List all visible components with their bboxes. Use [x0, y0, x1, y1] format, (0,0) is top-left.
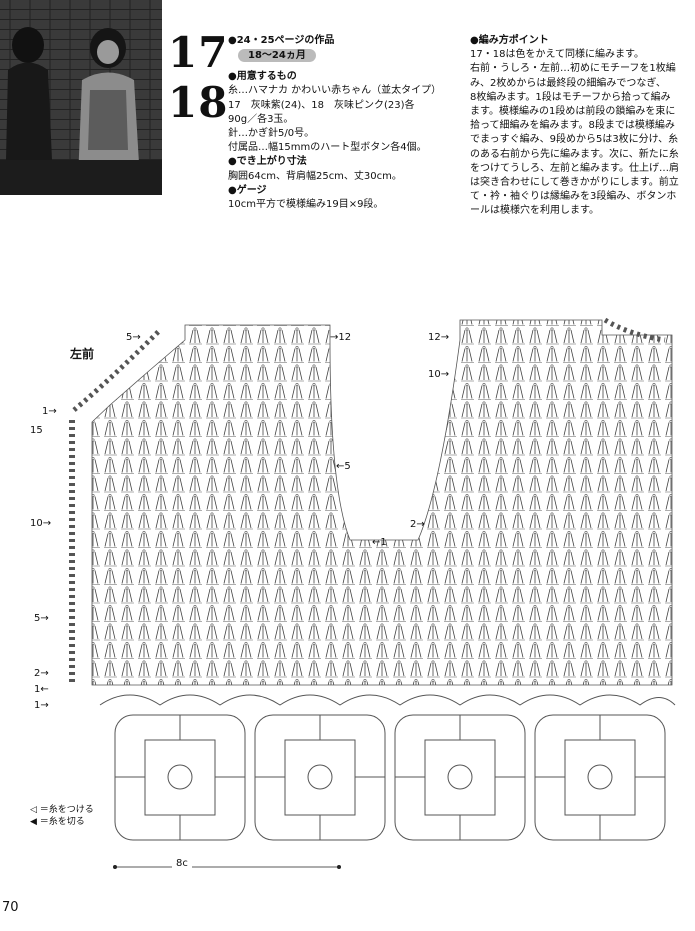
row-label: 12→ [428, 332, 450, 343]
gauge-heading: ●ゲージ [228, 184, 267, 196]
materials-line: 針…かぎ針5/0号。 [228, 128, 315, 140]
points-line: 8枚編みます。1段はモチーフから拾って編み [470, 91, 671, 103]
row-label: 1← [34, 684, 49, 695]
scale-bar: 8c [112, 858, 342, 870]
page-number: 70 [2, 900, 19, 915]
points-line: 右前・うしろ・左前…初めにモチーフを1枚編 [470, 63, 676, 75]
materials-line: 付属品…幅15mmのハート型ボタン各4個。 [228, 142, 427, 154]
legend-cut: ◀ ＝糸を切る [30, 817, 85, 827]
pattern-numbers: 17 18 [168, 28, 228, 128]
finished-size-heading: ●でき上がり寸法 [228, 156, 307, 168]
materials-line: 17 灰味紫(24)、18 灰味ピンク(23)各 [228, 99, 415, 111]
crochet-chart [69, 317, 676, 841]
row-label: 10→ [30, 518, 52, 529]
row-label: 1→ [42, 406, 57, 417]
points-line: でまっすぐ編み、9段めから5は3枚に分け、糸 [470, 134, 679, 146]
points-heading: ●編み方ポイント [470, 35, 549, 46]
row-label: 1→ [34, 700, 49, 711]
pages-ref: ●24・25ページの作品 [228, 35, 335, 46]
row-label: 10→ [428, 369, 450, 380]
pattern-number-18: 18 [168, 78, 229, 127]
points-line: 17・18は色をかえて同様に編みます。 [470, 49, 644, 61]
points-line: て・衿・袖ぐりは縁編みを3段編み、ボタンホ [470, 191, 677, 203]
points-line: み、2枚めからは最終段の細編みでつなぎ、 [470, 77, 666, 89]
children-photo [0, 0, 162, 195]
gauge-text: 10cm平方で模様編み19目×9段。 [228, 199, 384, 211]
points-line: のある右前から先に編みます。次に、新たに糸 [470, 148, 679, 160]
row-label: →12 [330, 332, 352, 343]
points-line: は突き合わせにして巻きかがりにします。前立 [470, 177, 679, 189]
pattern-number-17: 17 [168, 28, 229, 77]
points-line: 拾って細編みを編みます。8段までは模様編み [470, 120, 675, 132]
row-label: 5→ [34, 613, 49, 624]
finished-size-text: 胸囲64cm、背肩幅25cm、丈30cm。 [228, 170, 402, 182]
points-line: をつけてうしろ、左前と編みます。仕上げ…肩 [470, 162, 679, 174]
materials-line: 90g／各3玉。 [228, 113, 294, 125]
size-badge: 18〜24ヵ月 [238, 49, 316, 63]
materials-line: 糸…ハマナカ かわいい赤ちゃん（並太タイプ） [228, 85, 442, 97]
row-label: 2→ [34, 668, 49, 679]
row-label: 2→ [410, 519, 425, 530]
row-label: 5→ [126, 332, 141, 343]
row-label: ←5 [336, 461, 351, 472]
materials-column: ●24・25ページの作品 18〜24ヵ月 ●用意するもの 糸…ハマナカ かわいい… [228, 34, 458, 212]
materials-heading: ●用意するもの [228, 71, 297, 83]
legend: ◁ ＝糸をつける ◀ ＝糸を切る [30, 804, 94, 828]
row-label: ←1 [372, 537, 387, 548]
scale-label: 8c [176, 858, 188, 869]
points-line: ます。模様編みの1段めは前段の鎖編みを束に [470, 106, 676, 118]
legend-attach: ◁ ＝糸をつける [30, 805, 94, 815]
points-line: ールは模様穴を利用します。 [470, 205, 599, 217]
points-column: ●編み方ポイント 17・18は色をかえて同様に編みます。 右前・うしろ・左前…初… [470, 34, 692, 219]
row-label: 15 [30, 425, 43, 436]
section-label-left-front: 左前 [70, 347, 95, 361]
